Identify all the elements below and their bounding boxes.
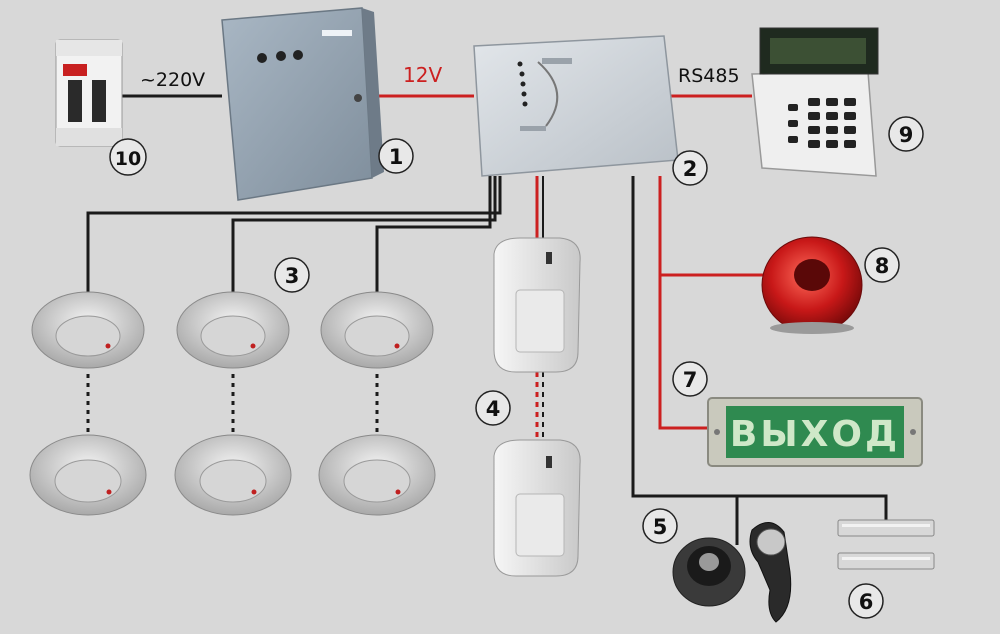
callout-10: 10 <box>109 138 147 176</box>
smoke-detector <box>318 434 436 516</box>
motion-sensor <box>493 237 581 373</box>
exit-sign-text: ВЫХОД <box>730 414 900 455</box>
exit-sign <box>707 397 923 467</box>
lcd-keypad <box>751 27 879 177</box>
smoke-detectors <box>29 291 436 516</box>
callout-5: 5 <box>642 508 678 544</box>
callout-9: 9 <box>888 116 924 152</box>
callout-3: 3 <box>274 257 310 293</box>
callout-2-text: 2 <box>683 157 698 181</box>
callout-2: 2 <box>672 150 708 186</box>
callout-8-text: 8 <box>875 254 890 278</box>
callout-6-text: 6 <box>859 590 874 614</box>
wire-loop-2 <box>231 176 497 298</box>
callout-9-text: 9 <box>899 123 914 147</box>
callout-3-text: 3 <box>285 264 300 288</box>
callout-6: 6 <box>848 583 884 619</box>
wire-exit <box>658 275 712 430</box>
callout-1: 1 <box>378 138 414 174</box>
callout-7-text: 7 <box>683 368 698 392</box>
siren <box>761 236 863 334</box>
motion-sensors <box>493 237 581 577</box>
callout-10-text: 10 <box>115 148 141 170</box>
smoke-detector <box>174 434 292 516</box>
motion-sensor <box>493 439 581 577</box>
callout-1-text: 1 <box>389 145 404 169</box>
callout-4: 4 <box>475 390 511 426</box>
callout-7: 7 <box>672 361 708 397</box>
wire-loop-1 <box>86 176 502 298</box>
wire-loop-3 <box>375 176 492 298</box>
callout-8: 8 <box>864 247 900 283</box>
label-voltage-ac: ~220V <box>140 69 205 91</box>
magnetic-contact <box>837 519 935 570</box>
key-reader <box>672 537 746 607</box>
power-supply-unit <box>221 7 384 201</box>
circuit-breaker <box>55 39 123 147</box>
label-bus: RS485 <box>678 65 740 87</box>
wire-reader <box>631 176 888 520</box>
callout-5-text: 5 <box>653 515 668 539</box>
smoke-detector <box>31 291 145 369</box>
wire-siren <box>658 176 770 277</box>
wiring <box>86 94 888 545</box>
smoke-detector <box>320 291 434 369</box>
label-voltage-dc: 12V <box>403 63 442 87</box>
key-fob <box>749 522 792 623</box>
smoke-detector <box>176 291 290 369</box>
controller-unit <box>473 35 679 177</box>
smoke-detector <box>29 434 147 516</box>
callout-4-text: 4 <box>486 397 501 421</box>
